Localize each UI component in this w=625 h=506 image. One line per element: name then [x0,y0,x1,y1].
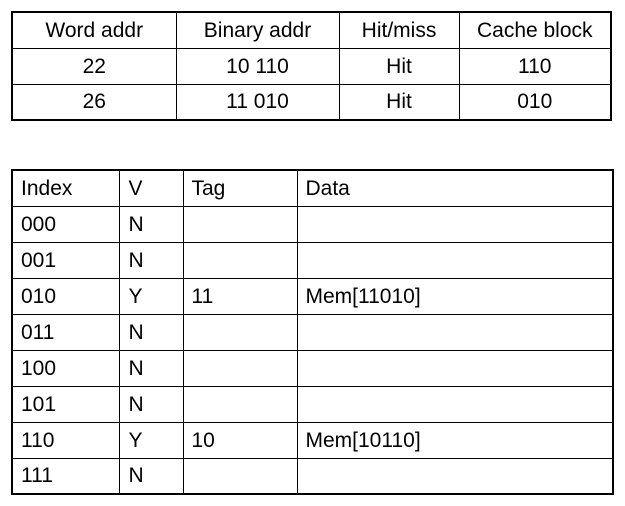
header-index: Index [11,169,120,207]
table-row: 22 10 110 Hit 110 [11,47,612,85]
tag-cell: 10 [182,421,298,459]
access-table-header-row: Word addr Binary addr Hit/miss Cache blo… [11,11,612,49]
valid-cell: N [118,349,184,387]
tag-cell [182,385,298,423]
cache-table: Index V Tag Data 000 N 001 N 010 Y 11 Me… [11,169,614,495]
binary-addr-cell: 11 010 [175,83,340,121]
data-cell: Mem[10110] [296,421,614,459]
data-cell [296,205,614,243]
tag-cell [182,313,298,351]
access-table: Word addr Binary addr Hit/miss Cache blo… [11,11,612,121]
data-cell [296,385,614,423]
header-word-addr: Word addr [11,11,177,49]
index-cell: 100 [11,349,120,387]
tag-cell [182,457,298,495]
index-cell: 010 [11,277,120,315]
index-cell: 011 [11,313,120,351]
table-row: 100 N [11,349,614,387]
valid-cell: N [118,457,184,495]
data-cell [296,313,614,351]
word-addr-cell: 26 [11,83,177,121]
cache-block-cell: 010 [458,83,612,121]
table-row: 26 11 010 Hit 010 [11,83,612,121]
table-row: 000 N [11,205,614,243]
index-cell: 001 [11,241,120,279]
valid-cell: N [118,241,184,279]
valid-cell: N [118,313,184,351]
table-row: 110 Y 10 Mem[10110] [11,421,614,459]
header-tag: Tag [182,169,298,207]
header-data: Data [296,169,614,207]
header-valid: V [118,169,184,207]
header-cache-block: Cache block [458,11,612,49]
valid-cell: Y [118,421,184,459]
word-addr-cell: 22 [11,47,177,85]
cache-table-header-row: Index V Tag Data [11,169,614,207]
data-cell [296,457,614,495]
data-cell [296,241,614,279]
table-row: 111 N [11,457,614,495]
table-row: 011 N [11,313,614,351]
table-row: 101 N [11,385,614,423]
header-binary-addr: Binary addr [175,11,340,49]
header-hit-miss: Hit/miss [338,11,460,49]
index-cell: 000 [11,205,120,243]
index-cell: 110 [11,421,120,459]
binary-addr-cell: 10 110 [175,47,340,85]
hit-miss-cell: Hit [338,83,460,121]
valid-cell: N [118,385,184,423]
data-cell: Mem[11010] [296,277,614,315]
data-cell [296,349,614,387]
index-cell: 111 [11,457,120,495]
tag-cell [182,205,298,243]
index-cell: 101 [11,385,120,423]
cache-block-cell: 110 [458,47,612,85]
tag-cell [182,241,298,279]
valid-cell: N [118,205,184,243]
tag-cell: 11 [182,277,298,315]
tag-cell [182,349,298,387]
table-row: 001 N [11,241,614,279]
table-row: 010 Y 11 Mem[11010] [11,277,614,315]
hit-miss-cell: Hit [338,47,460,85]
valid-cell: Y [118,277,184,315]
